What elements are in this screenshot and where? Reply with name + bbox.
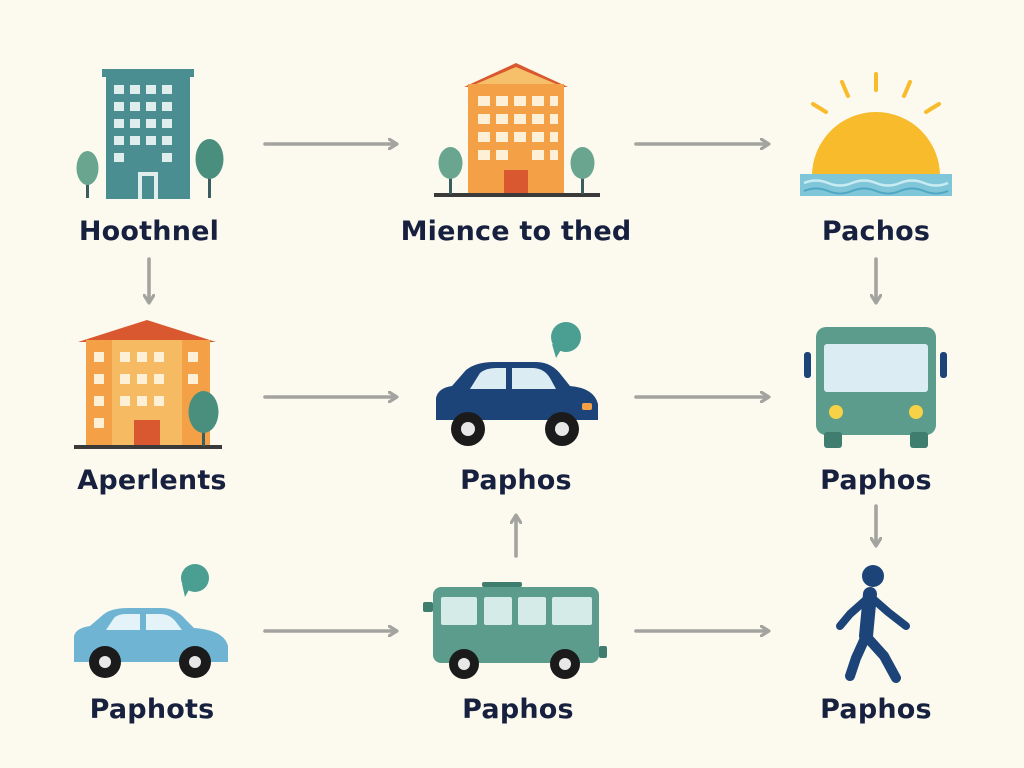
node-label: Hoothnel — [78, 216, 220, 247]
node-label: Paphots — [89, 694, 215, 725]
tree-icon — [438, 147, 463, 194]
tree-icon — [76, 151, 99, 198]
node-label: Aperlents — [77, 465, 227, 496]
node-label: Paphos — [462, 694, 574, 725]
node-label: Mience to thed — [400, 216, 632, 247]
speech-bubble-icon — [181, 564, 209, 597]
tree-icon — [570, 147, 595, 194]
node-label: Paphos — [820, 465, 932, 496]
node-label: Paphos — [460, 465, 572, 496]
tree-icon — [188, 391, 219, 446]
node-label: Pachos — [821, 216, 931, 247]
node-label: Paphos — [820, 694, 932, 725]
speech-bubble-icon — [551, 322, 581, 358]
tree-icon — [195, 139, 224, 198]
